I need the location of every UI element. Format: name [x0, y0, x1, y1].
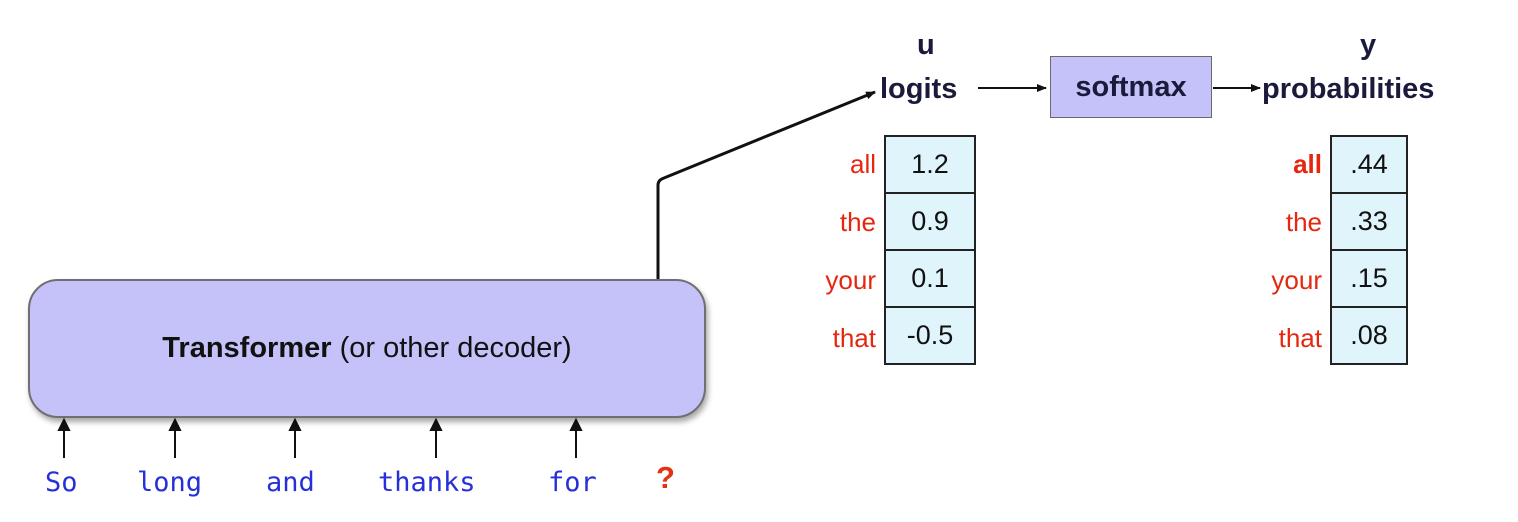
- decoder-title: Transformer: [162, 332, 332, 364]
- probability-word: all: [1293, 149, 1322, 179]
- input-arrows: [57, 417, 583, 458]
- logit-value: 0.1: [884, 249, 976, 308]
- logits-label: logits: [880, 73, 958, 105]
- probability-value: .08: [1330, 306, 1408, 365]
- logit-word: that: [832, 323, 876, 353]
- logit-word: your: [825, 265, 876, 295]
- logits-vector: 1.2 0.9 0.1 -0.5: [884, 135, 976, 365]
- probability-word: your: [1271, 265, 1322, 295]
- probability-row-labels: all the your that: [1242, 135, 1322, 367]
- softmax-box: softmax: [1050, 56, 1212, 118]
- logit-value: -0.5: [884, 306, 976, 365]
- input-token: So: [45, 467, 78, 498]
- logit-word: all: [849, 149, 876, 179]
- probability-word: that: [1278, 323, 1322, 353]
- probability-value: .44: [1330, 135, 1408, 194]
- probability-word: the: [1285, 207, 1322, 237]
- logits-row-labels: all the your that: [796, 135, 876, 367]
- input-token: long: [137, 467, 203, 498]
- logits-symbol: u: [917, 29, 935, 61]
- input-token: thanks: [378, 467, 476, 498]
- decoder-subtitle: (or other decoder): [331, 332, 572, 364]
- probabilities-vector: .44 .33 .15 .08: [1330, 135, 1408, 365]
- decoder-to-logits-arrow: [656, 90, 876, 279]
- input-token: for: [548, 467, 597, 498]
- next-token-placeholder: ?: [656, 460, 675, 495]
- probabilities-label: probabilities: [1262, 73, 1435, 105]
- input-token: and: [266, 467, 315, 498]
- logit-value: 0.9: [884, 192, 976, 251]
- logit-value: 1.2: [884, 135, 976, 194]
- softmax-label: softmax: [1075, 70, 1187, 103]
- probabilities-symbol: y: [1360, 29, 1377, 61]
- probability-value: .15: [1330, 249, 1408, 308]
- transformer-decoder-box: Transformer (or other decoder): [28, 279, 706, 418]
- logit-word: the: [839, 207, 876, 237]
- probability-value: .33: [1330, 192, 1408, 251]
